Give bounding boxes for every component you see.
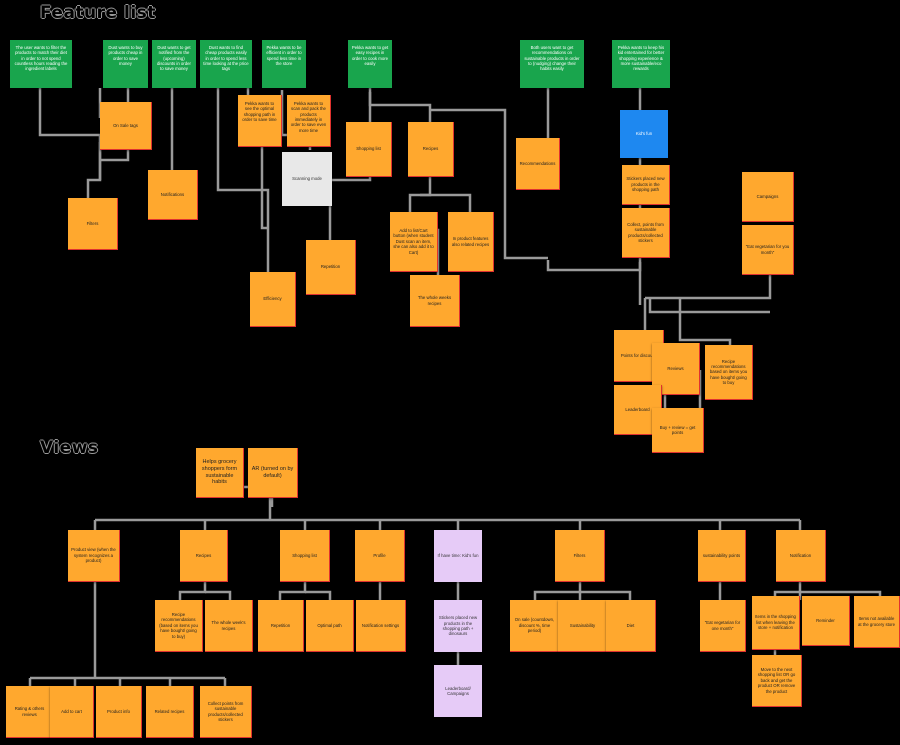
notification-items-leaving: Items in the shopping list when leaving … — [752, 596, 800, 650]
goal-recommendations: Both users want to get recommendations o… — [520, 40, 584, 88]
view-shopping-list: Shopping list — [280, 530, 330, 582]
recommendations-feature: Recommendations — [516, 138, 560, 190]
efficiency: Efficiency — [250, 272, 296, 327]
scanning-mode: Scanning mode — [282, 152, 332, 206]
views-intro-habits: Helps grocery shoppers form sustainable … — [196, 448, 244, 498]
view-sustainability-points: sustainability points — [698, 530, 746, 582]
product-add-to-cart: Add to cart — [50, 686, 94, 738]
filters-feature: Filters — [68, 198, 118, 250]
product-collect-points: Collect points from sustainable products… — [200, 686, 252, 738]
shopping-repetition-view: Repetition — [258, 600, 304, 652]
shopping-list-feature: Shopping list — [346, 122, 392, 177]
notification-reminder: Reminder — [802, 596, 850, 646]
view-filters: Filters — [555, 530, 605, 582]
kids-stickers-dinosaurs: Stickers placed new products in the shop… — [434, 600, 482, 652]
goal-discount-notify: Dust wants to get notified from the (upc… — [152, 40, 196, 88]
in-product-features: In product features also related recipes — [448, 212, 494, 272]
buy-review-points: Buy + review = get points — [652, 408, 704, 453]
view-profile: Profile — [355, 530, 405, 582]
notification-next-step: Move to the next shopping list OR go bac… — [752, 655, 802, 707]
collect-points-feature: Collect, points from sustainable product… — [622, 208, 670, 258]
kids-leaderboard-campaigns: Leaderboard/ Campaigns — [434, 665, 482, 717]
product-related-recipes: Related recipes — [146, 686, 194, 738]
view-product: Product view (when the system recognizes… — [68, 530, 120, 582]
feature-list-title: Feature list — [40, 3, 156, 23]
goal-easy-recipes: Pekka wants to get easy recipes in order… — [348, 40, 392, 88]
shopping-optimal-path-view: Optimal path — [306, 600, 354, 652]
view-kids-fun: If have time: Kid's fun — [434, 530, 482, 582]
views-title: Views — [40, 438, 99, 458]
eat-vegetarian-feature: "Eat vegetarian for you month" — [742, 225, 794, 275]
views-intro-ar: AR (turned on by default) — [248, 448, 298, 498]
pekka-scan-pack: Pekka wants to scan and pack the product… — [287, 95, 331, 147]
pekka-optimal-path: Pekka wants to see the optimal shopping … — [238, 95, 282, 147]
product-rating-reviews: Rating & others reviews — [6, 686, 54, 738]
recipe-recommendations-feature: Recipe recommendations based on items yo… — [705, 345, 753, 400]
recipes-whole-week-view: The whole week's recipes — [205, 600, 253, 652]
add-to-cart-button-feature: Add to list/Cart button (when student Du… — [390, 212, 438, 272]
whole-weeks-recipes-feature: The whole weeks recipes — [410, 275, 460, 327]
filters-sustainability: Sustainability — [558, 600, 608, 652]
goal-kid-entertained: Pekka wants to keep his kid entertained … — [612, 40, 670, 88]
goal-find-cheap: Dust wants to find cheap products easily… — [200, 40, 252, 88]
repetition-feature: Repetition — [306, 240, 356, 295]
goal-buy-cheap: Dust wants to buy products cheap in orde… — [103, 40, 148, 88]
kids-fun-feature: Kid's fun — [620, 110, 668, 158]
sustainability-eat-vegetarian: "Eat vegetarian for one month" — [700, 600, 746, 652]
notifications-feature: Notifications — [148, 170, 198, 220]
campaigns-feature: Campaigns — [742, 172, 794, 222]
filters-on-sale: On sale (countdown, discount %, time per… — [510, 600, 560, 652]
view-recipes: Recipes — [180, 530, 228, 582]
view-notification: Notification — [776, 530, 826, 582]
goal-filter-diet: The user wants to filter the products to… — [10, 40, 72, 88]
filters-diet: Diet — [606, 600, 656, 652]
recipes-recommendations-view: Recipe recommendations (based on items y… — [155, 600, 203, 652]
stickers-feature: Stickers placed new products in the shop… — [622, 165, 670, 205]
notification-items-unavailable: Items not available at the grocery store — [854, 596, 900, 648]
goal-efficient: Pekka wants to be efficient in order to … — [262, 40, 306, 88]
on-sale-tags: On Sale tags — [100, 102, 152, 150]
product-info: Product info — [96, 686, 142, 738]
recipes-feature: Recipes — [408, 122, 454, 177]
profile-notification-settings: Notification settings — [356, 600, 406, 652]
